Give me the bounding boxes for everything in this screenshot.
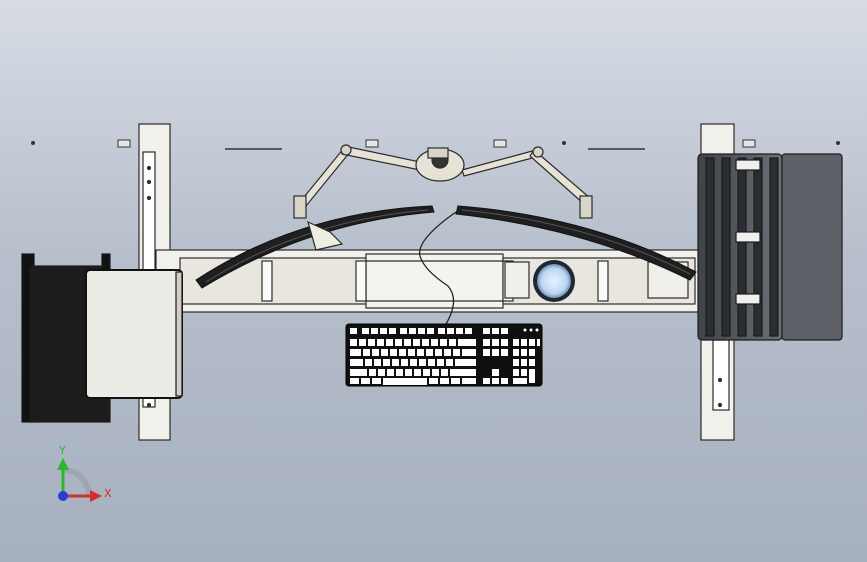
z-axis-dot [58, 491, 68, 501]
keyboard [345, 323, 543, 387]
left-cabinet [21, 253, 183, 423]
x-axis-label: X [104, 487, 112, 500]
right-curved-monitor [455, 205, 697, 281]
y-axis-label: Y [58, 444, 66, 457]
monitor-arm [293, 144, 593, 251]
cup [533, 260, 575, 302]
axis-triad: Y X [57, 444, 112, 502]
pc-tower [697, 153, 843, 341]
keyboard-cable [419, 211, 457, 325]
y-axis-arrow [57, 458, 69, 470]
x-axis-arrow [90, 490, 102, 502]
